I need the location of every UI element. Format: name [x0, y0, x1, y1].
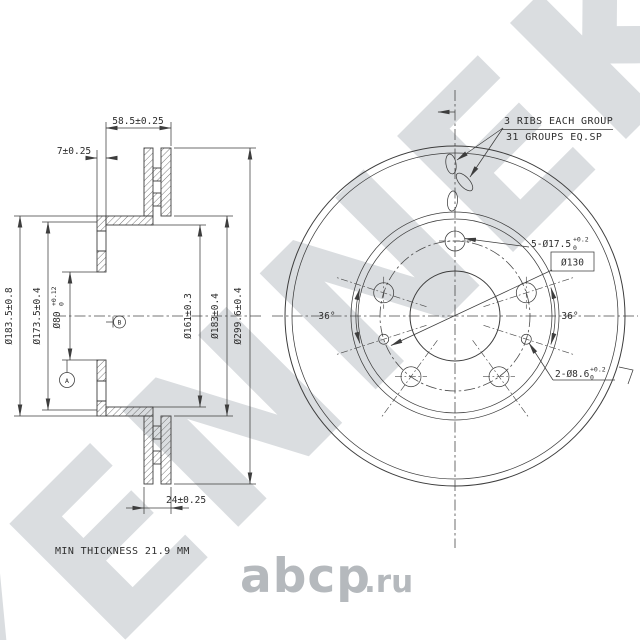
bolt-circle-callout: Ø130 [390, 251, 595, 346]
datum-b-label: B [118, 319, 122, 327]
abcp-logo-main: abcp [240, 549, 371, 604]
dia-bore-tol-dn: 0 [58, 302, 66, 306]
vent-rib-outlines [445, 153, 474, 212]
angle-dim-left: 36° [318, 288, 361, 344]
vent-rib-top-1 [152, 167, 162, 182]
flange-bottom-1 [96, 359, 107, 382]
small-holes-tol-dn: 0 [590, 374, 594, 382]
hat-wall-top [105, 215, 154, 226]
min-thickness-note: MIN THICKNESS 21.9 MM [55, 546, 190, 557]
vent-rib-top-2 [152, 192, 162, 207]
band-outboard-plate-bottom [160, 415, 172, 485]
small-holes-label: 2-Ø8.6 [555, 369, 590, 380]
section-view: 58.5±0.25 7±0.25 24±0.25 Ø183.5±0.8 Ø173… [4, 116, 262, 557]
hat-wall-bottom [105, 406, 154, 417]
leader-tick [618, 366, 634, 385]
angle-dim-right: 36° [550, 287, 579, 345]
face-view: 3 RIBS EACH GROUP 31 GROUPS EQ.SP 5-Ø17.… [272, 90, 638, 548]
bolt-holes-tol-dn: 0 [573, 244, 577, 252]
center-bore-circle [409, 270, 501, 362]
outer-diameter-circle [284, 145, 626, 487]
abcp-logo-suffix: .ru [364, 564, 413, 600]
dia-bore-tol-up: +0.12 [50, 286, 58, 306]
dim-flange-thickness: 7±0.25 [57, 146, 91, 157]
band-inner-circle [350, 211, 560, 421]
dim-total-height: 58.5±0.25 [112, 116, 163, 127]
band-outboard-plate-top [160, 147, 172, 217]
dia-hat-od: Ø183.5±0.8 [4, 287, 15, 344]
ribs-note-line1: 3 RIBS EACH GROUP [504, 116, 613, 127]
vent-rib-bottom-2 [152, 450, 162, 465]
datum-b: B [106, 315, 126, 329]
flange-top-2 [96, 250, 107, 273]
small-holes-tol-up: +0.2 [590, 366, 606, 374]
datum-a: A [59, 360, 75, 388]
datum-a-label: A [65, 377, 69, 385]
dia-bore: Ø80 [52, 311, 63, 328]
angle-left-label: 36° [318, 311, 335, 322]
angle-right-label: 36° [561, 311, 578, 322]
small-holes [378, 333, 532, 345]
outer-chamfer-circle [291, 152, 619, 480]
bolt-circle-label: Ø130 [561, 258, 584, 269]
band-inboard-plate-top [143, 147, 154, 217]
dia-band-inner: Ø183±0.4 [210, 293, 221, 339]
bolt-holes-callout: 5-Ø17.5 +0.2 0 [464, 236, 589, 252]
flange-bottom-2 [96, 400, 107, 417]
abcp-logo: abcp .ru [240, 549, 413, 604]
flange-bolt-hole-top [96, 230, 107, 252]
flange-top-1 [96, 215, 107, 232]
dim-band-thickness: 24±0.25 [166, 495, 206, 506]
bolt-holes-label: 5-Ø17.5 [531, 239, 571, 250]
dia-outer: Ø299.6±0.4 [233, 287, 244, 344]
bolt-holes-tol-up: +0.2 [573, 236, 589, 244]
vent-rib-bottom-1 [152, 425, 162, 440]
small-holes-callout: 2-Ø8.6 +0.2 0 [528, 342, 634, 385]
ribs-note-line2: 31 GROUPS EQ.SP [506, 132, 602, 143]
band-inboard-plate-bottom [143, 415, 154, 485]
dia-hat-step: Ø173.5±0.4 [32, 287, 43, 344]
ribs-note: 3 RIBS EACH GROUP 31 GROUPS EQ.SP [456, 116, 613, 178]
dia-vent-inner: Ø161±0.3 [183, 293, 194, 339]
